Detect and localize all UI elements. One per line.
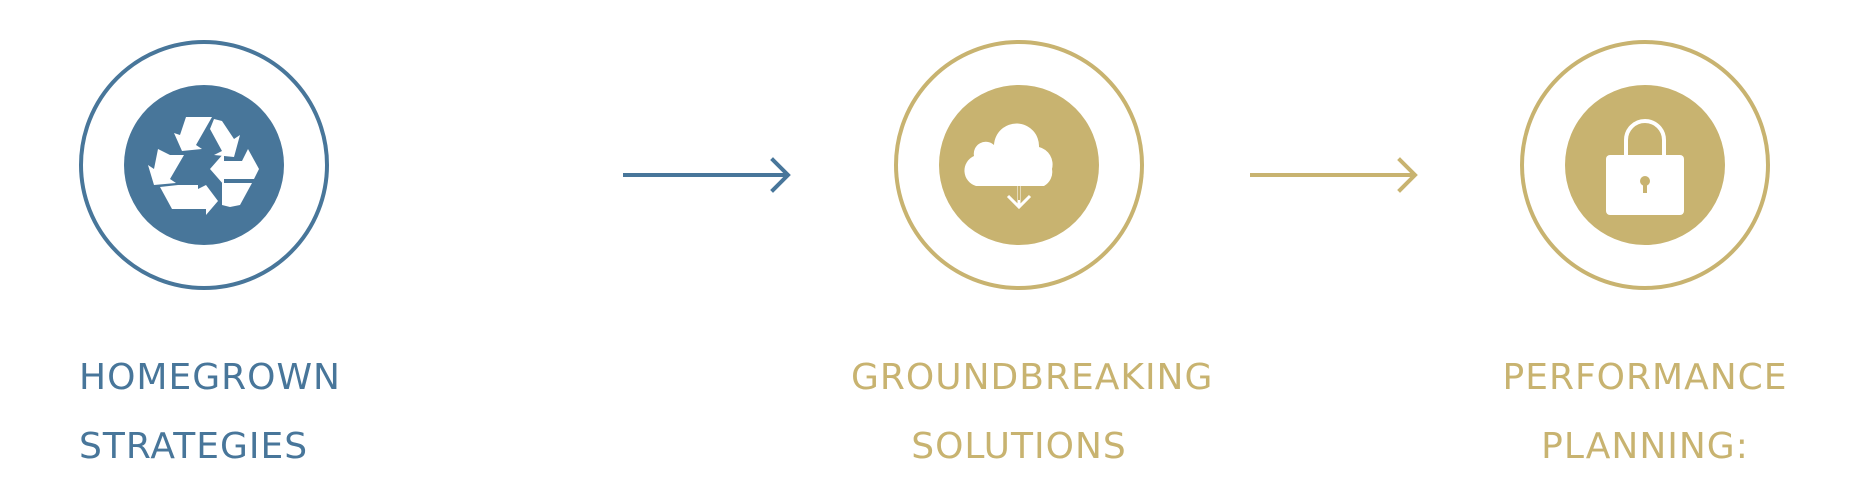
- step-homegrown-strategies: HOMEGROWN STRATEGIES: [0, 0, 400, 498]
- recycle-icon: [148, 117, 259, 215]
- step-3-label-line1: PERFORMANCE: [1502, 357, 1788, 398]
- arrow-2: [1250, 155, 1420, 195]
- step-3-label-line2: PLANNING:: [1541, 426, 1749, 467]
- step-3-label: PERFORMANCE PLANNING:: [1475, 343, 1815, 481]
- step-1-badge: [79, 40, 329, 290]
- cloud-download-icon: [964, 123, 1053, 210]
- arrow-right-icon: [1250, 157, 1418, 193]
- step-2-label-line1: GROUNDBREAKING: [851, 357, 1214, 398]
- step-1-label-line1: HOMEGROWN: [79, 357, 341, 398]
- arrow-right-icon: [623, 157, 791, 193]
- step-performance-planning: PERFORMANCE PLANNING:: [1420, 0, 1820, 498]
- step-2-label-line2: SOLUTIONS: [911, 426, 1127, 467]
- step-2-badge: [894, 40, 1144, 290]
- step-2-label: GROUNDBREAKING SOLUTIONS: [851, 343, 1214, 481]
- arrow-1: [623, 155, 793, 195]
- step-1-label-line2: STRATEGIES: [79, 426, 309, 467]
- step-3-badge: [1520, 40, 1770, 290]
- step-groundbreaking-solutions: GROUNDBREAKING SOLUTIONS: [794, 0, 1214, 498]
- step-1-label: HOMEGROWN STRATEGIES: [79, 343, 341, 481]
- lock-icon: [1606, 119, 1684, 215]
